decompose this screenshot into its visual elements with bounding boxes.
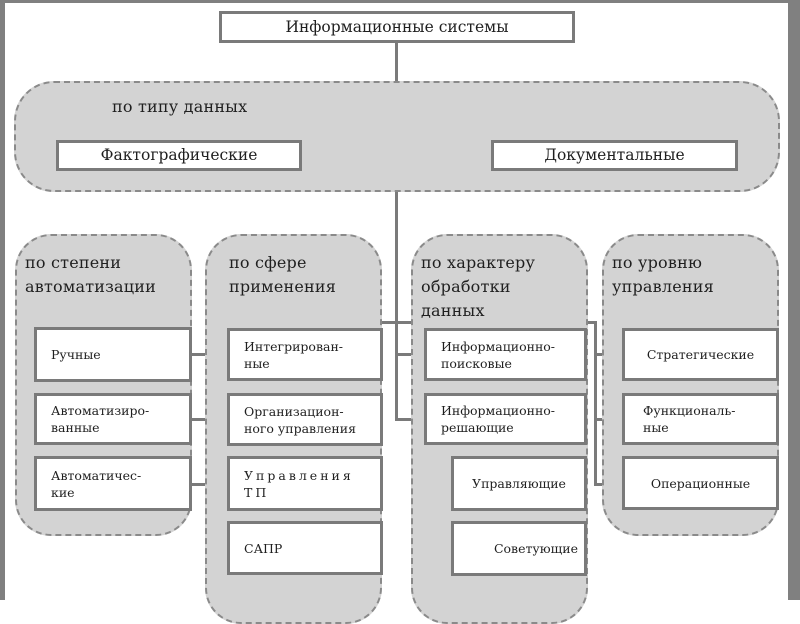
frame-top-border bbox=[0, 0, 800, 3]
node-info-retrieval: Информационно- поисковые bbox=[424, 328, 587, 381]
node-factographic: Фактографические bbox=[56, 140, 302, 171]
group-automation-title: по степени автоматизации bbox=[25, 253, 157, 296]
node-automated: Автоматизиро- ванные bbox=[34, 393, 192, 445]
frame-left-border bbox=[0, 0, 5, 600]
node-integrated: Интегрирован- ные bbox=[227, 328, 383, 381]
group-processing-title: по характеру обработки данных bbox=[421, 253, 536, 320]
group-data-type-title: по типу данных bbox=[112, 97, 248, 116]
frame-right-border bbox=[788, 0, 800, 600]
group-data-type bbox=[14, 81, 780, 192]
node-info-decision: Информационно- решающие bbox=[424, 393, 587, 445]
group-management-title: по уровню управления bbox=[612, 253, 714, 296]
node-manual: Ручные bbox=[34, 327, 192, 382]
node-operational: Операционные bbox=[622, 456, 779, 510]
connector-management-vertical bbox=[594, 321, 597, 486]
connector-bus bbox=[214, 321, 597, 324]
node-documentary: Документальные bbox=[491, 140, 738, 171]
node-advisory: Советующие bbox=[451, 521, 587, 576]
node-org-management: Организацион- ного управления bbox=[227, 393, 383, 446]
root-node: Информационные системы bbox=[219, 11, 575, 43]
node-cad: САПР bbox=[227, 521, 383, 575]
node-strategic: Стратегические bbox=[622, 328, 779, 381]
node-functional: Функциональ- ные bbox=[622, 393, 779, 445]
group-application-title: по сфере применения bbox=[229, 253, 337, 296]
node-tp-management: Управления ТП bbox=[227, 456, 383, 511]
node-controlling: Управляющие bbox=[451, 456, 587, 511]
connector-trunk bbox=[395, 42, 398, 419]
connector-processing-1 bbox=[395, 353, 425, 356]
connector-processing-2 bbox=[395, 418, 425, 421]
node-automatic: Автоматичес- кие bbox=[34, 456, 192, 511]
root-label: Информационные системы bbox=[285, 17, 509, 36]
